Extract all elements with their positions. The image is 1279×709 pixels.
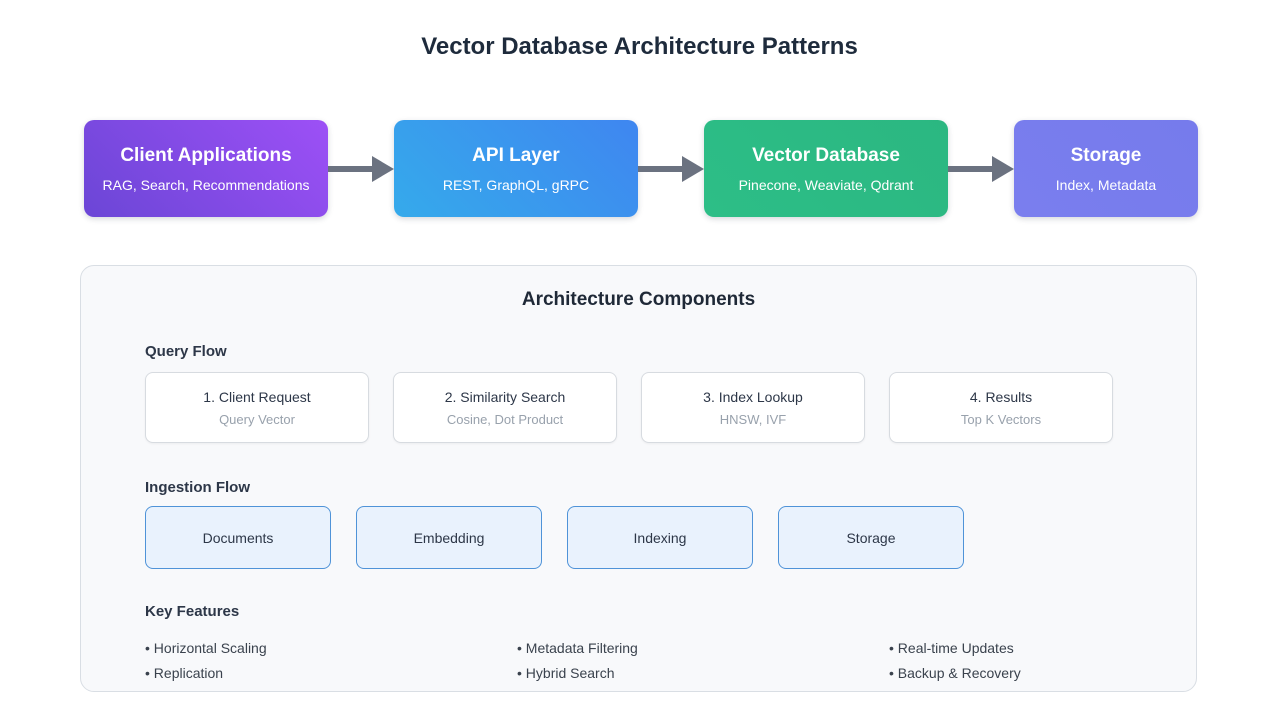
flow-node-title: Client Applications xyxy=(120,144,292,166)
arrow-shaft xyxy=(638,165,682,172)
query-step-similarity-search: 2. Similarity Search Cosine, Dot Product xyxy=(393,372,617,443)
flow-node-client-applications: Client Applications RAG, Search, Recomme… xyxy=(84,120,328,217)
arrow-shaft xyxy=(328,165,372,172)
panel-title: Architecture Components xyxy=(521,289,756,310)
page-title: Vector Database Architecture Patterns xyxy=(421,33,858,60)
query-step-subtitle: Query Vector xyxy=(219,411,295,427)
feature-item: • Metadata Filtering xyxy=(517,640,638,656)
query-flow-heading: Query Flow xyxy=(145,343,227,360)
feature-item: • Real-time Updates xyxy=(889,640,1014,656)
query-step-title: 1. Client Request xyxy=(203,388,311,405)
flow-node-storage: Storage Index, Metadata xyxy=(1014,120,1198,217)
flow-node-subtitle: Index, Metadata xyxy=(1055,176,1157,193)
key-features-heading: Key Features xyxy=(145,603,240,620)
key-features-list: • Horizontal Scaling • Replication • Met… xyxy=(145,636,1132,686)
ingestion-step-documents: Documents xyxy=(145,506,331,569)
flow-node-subtitle: REST, GraphQL, gRPC xyxy=(442,176,590,193)
architecture-flow-diagram: Client Applications RAG, Search, Recomme… xyxy=(84,120,1198,217)
query-step-title: 2. Similarity Search xyxy=(444,388,566,405)
query-step-title: 4. Results xyxy=(969,388,1033,405)
flow-arrow-icon xyxy=(948,120,1014,217)
ingestion-flow-steps: Documents Embedding Indexing Storage xyxy=(145,506,1132,569)
arrow-head-icon xyxy=(992,155,1014,182)
flow-node-vector-database: Vector Database Pinecone, Weaviate, Qdra… xyxy=(704,120,948,217)
arrow-head-icon xyxy=(372,155,394,182)
query-flow-steps: 1. Client Request Query Vector 2. Simila… xyxy=(145,372,1132,443)
feature-column: • Real-time Updates • Backup & Recovery xyxy=(889,636,1261,686)
arrow-head-icon xyxy=(682,155,704,182)
query-step-results: 4. Results Top K Vectors xyxy=(889,372,1113,443)
arrow-shaft xyxy=(948,165,992,172)
feature-item: • Backup & Recovery xyxy=(889,665,1021,681)
ingestion-step-embedding: Embedding xyxy=(356,506,542,569)
flow-node-subtitle: RAG, Search, Recommendations xyxy=(102,176,310,193)
feature-item: • Horizontal Scaling xyxy=(145,640,267,656)
flow-arrow-icon xyxy=(328,120,394,217)
feature-item: • Hybrid Search xyxy=(517,665,615,681)
feature-column: • Metadata Filtering • Hybrid Search xyxy=(517,636,889,686)
flow-node-title: Vector Database xyxy=(752,144,900,166)
query-step-index-lookup: 3. Index Lookup HNSW, IVF xyxy=(641,372,865,443)
query-step-subtitle: Cosine, Dot Product xyxy=(446,411,564,427)
flow-node-api-layer: API Layer REST, GraphQL, gRPC xyxy=(394,120,638,217)
architecture-components-panel: Architecture Components Query Flow 1. Cl… xyxy=(80,265,1197,692)
ingestion-step-indexing: Indexing xyxy=(567,506,753,569)
query-step-title: 3. Index Lookup xyxy=(703,388,803,405)
feature-item: • Replication xyxy=(145,665,224,681)
query-step-subtitle: Top K Vectors xyxy=(960,411,1042,427)
flow-node-title: Storage xyxy=(1070,144,1142,166)
flow-node-subtitle: Pinecone, Weaviate, Qdrant xyxy=(738,176,914,193)
flow-node-title: API Layer xyxy=(472,144,560,166)
ingestion-step-storage: Storage xyxy=(778,506,964,569)
flow-arrow-icon xyxy=(638,120,704,217)
ingestion-flow-heading: Ingestion Flow xyxy=(145,479,250,496)
feature-column: • Horizontal Scaling • Replication xyxy=(145,636,517,686)
query-step-subtitle: HNSW, IVF xyxy=(719,411,787,427)
query-step-client-request: 1. Client Request Query Vector xyxy=(145,372,369,443)
